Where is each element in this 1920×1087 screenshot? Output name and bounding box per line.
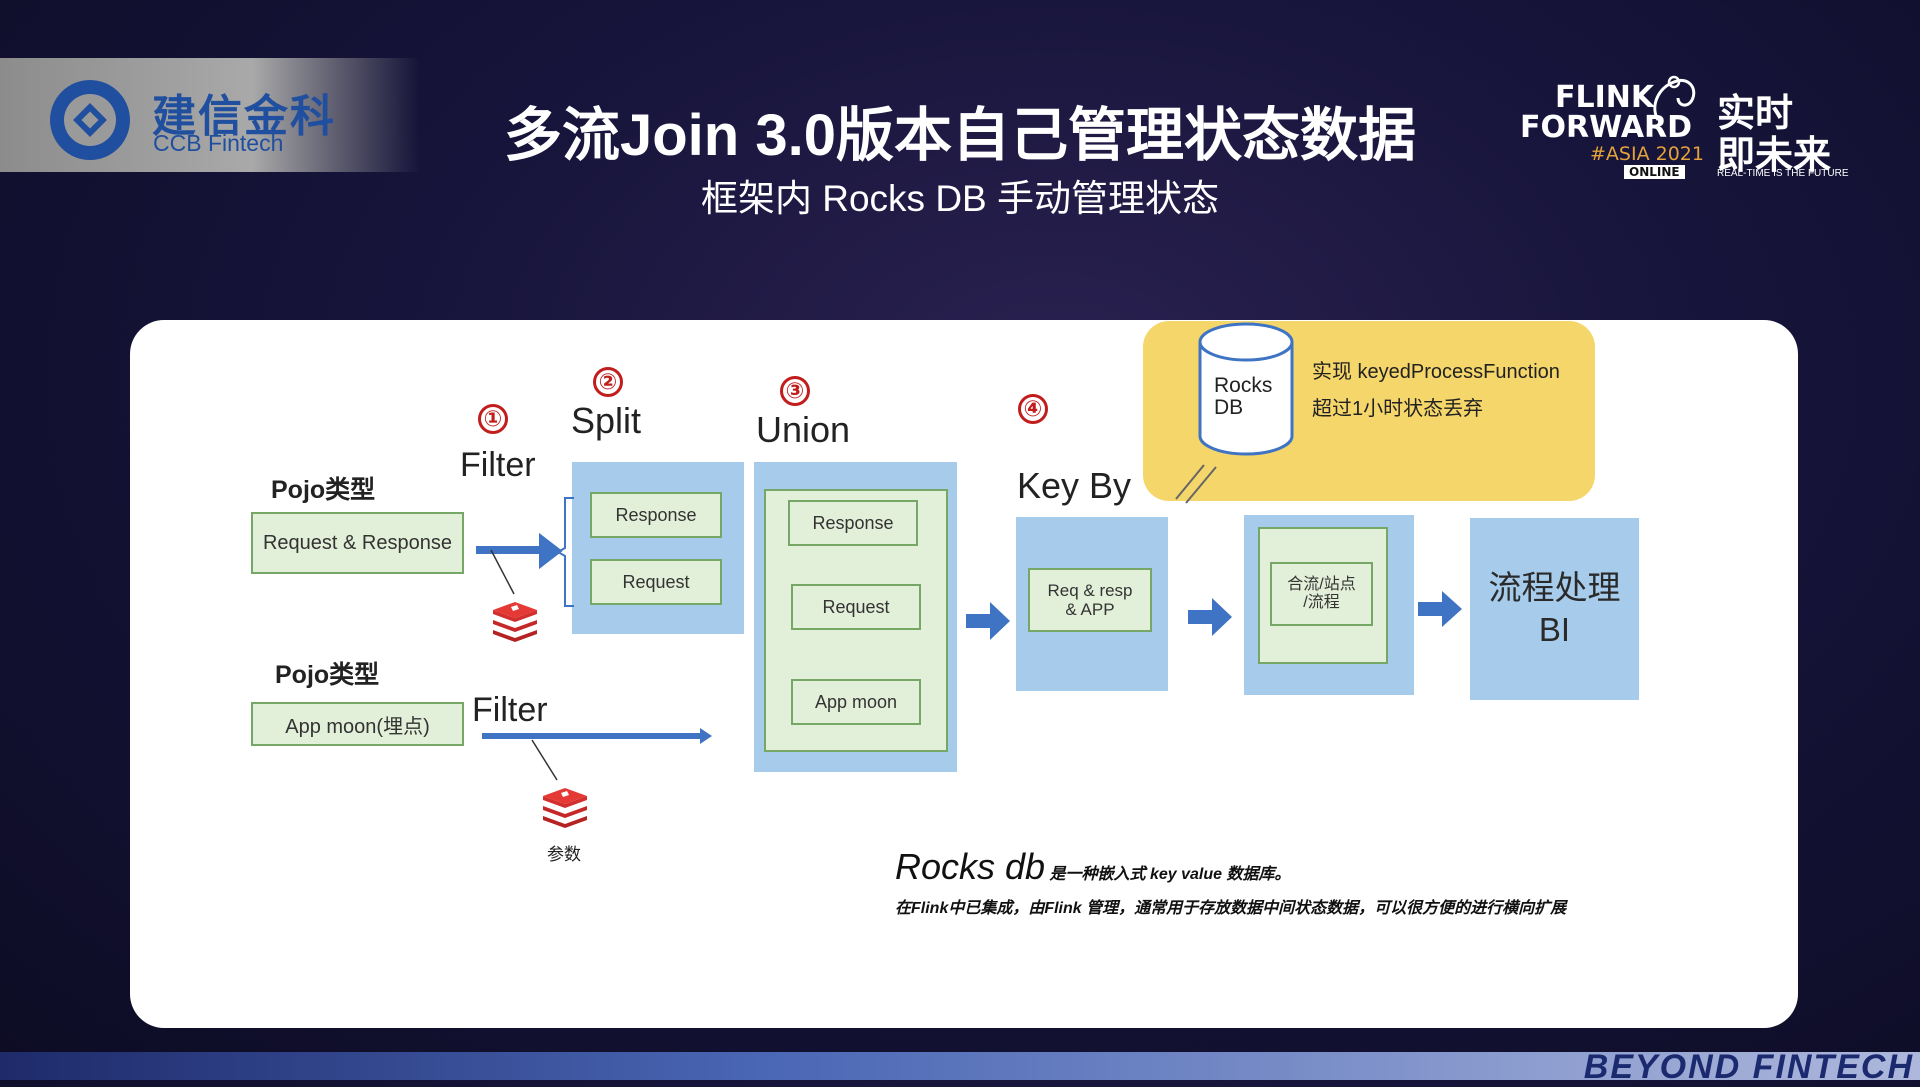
footer-brand: BEYOND FINTECH [1583, 1048, 1914, 1086]
ccb-logo-icon [50, 80, 130, 160]
rocksdb-link-lines [1175, 464, 1217, 504]
step-2-marker: ② [593, 367, 623, 397]
split-stage [572, 462, 744, 634]
app-moon-box: App moon(埋点) [251, 702, 464, 746]
union-request-box: Request [791, 584, 921, 630]
page-subtitle: 框架内 Rocks DB 手动管理状态 [700, 178, 1220, 219]
request-response-box: Request & Response [251, 512, 464, 574]
rocksdb-note-2: 超过1小时状态丢弃 [1312, 398, 1484, 420]
rocksdb-desc-detail: 在Flink中已集成，由Flink 管理，通常用于存放数据中间状态数据，可以很方… [895, 900, 1567, 917]
redis-caption: 参数 [547, 845, 581, 864]
event-logo-asia: #ASIA 2021 [1590, 143, 1704, 165]
footer-bar [0, 1052, 1920, 1080]
step-4-marker: ④ [1018, 394, 1048, 424]
event-slogan-line1: 实时 [1717, 93, 1794, 135]
rocksdb-desc-title: Rocks db [895, 846, 1046, 887]
rocksdb-description: Rocks db 是一种嵌入式 key value 数据库。 [895, 846, 1290, 888]
pojo-type-label-1: Pojo类型 [271, 476, 376, 504]
filter-label-2: Filter [472, 691, 548, 729]
rocksdb-desc-summary: 是一种嵌入式 key value 数据库。 [1049, 866, 1291, 883]
bi-stage: 流程处理 BI [1470, 518, 1639, 700]
keyby-label: Key By [1017, 465, 1132, 506]
redis-icon-1 [493, 602, 537, 642]
squirrel-icon [1653, 75, 1696, 121]
step-1-marker: ① [478, 404, 508, 434]
redis-icon-2 [543, 788, 587, 828]
filter-label-1: Filter [460, 446, 536, 484]
union-app-moon-box: App moon [791, 679, 921, 725]
rocksdb-note-1: 实现 keyedProcessFunction [1312, 361, 1560, 383]
event-slogan-line2: 即未来 [1717, 135, 1832, 177]
merge-box: 合流/站点 /流程 [1270, 562, 1373, 626]
split-response-box: Response [590, 492, 722, 538]
step-3-marker: ③ [780, 376, 810, 406]
rocksdb-cylinder-icon [1198, 322, 1294, 456]
logo-english-name: CCB Fintech [153, 130, 284, 156]
rocksdb-cylinder-label: Rocks DB [1214, 374, 1273, 419]
split-label: Split [571, 400, 642, 441]
logo-chinese-name: 建信金科 [152, 92, 336, 141]
event-logo-flink: FLINK [1555, 80, 1655, 115]
split-request-box: Request [590, 559, 722, 605]
keyby-box: Req & resp & APP [1028, 568, 1152, 632]
event-logo-forward: FORWARD [1520, 110, 1693, 145]
page-title: 多流Join 3.0版本自己管理状态数据 [504, 103, 1416, 168]
union-label: Union [756, 409, 851, 450]
event-logo-online: ONLINE [1624, 165, 1685, 179]
event-tagline: REAL-TIME IS THE FUTURE [1717, 168, 1849, 179]
pojo-type-label-2: Pojo类型 [275, 661, 380, 689]
union-response-box: Response [788, 500, 918, 546]
